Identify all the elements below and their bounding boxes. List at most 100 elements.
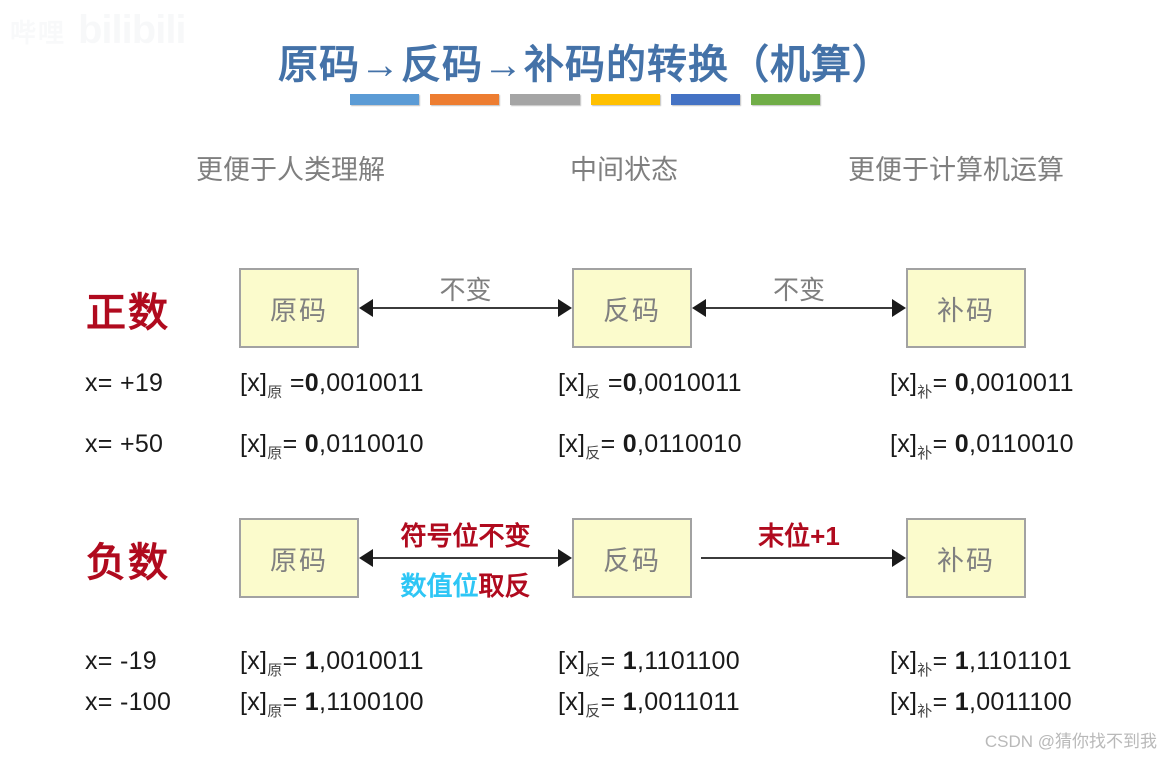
page-title: 原码→反码→补码的转换（机算） — [278, 43, 893, 87]
value-signbit: 1 — [622, 647, 637, 675]
value-signbit: 0 — [954, 430, 969, 458]
value-prefix: [x] — [558, 688, 586, 716]
arrow-line — [701, 557, 897, 559]
value-eq: = — [600, 688, 623, 716]
csdn-watermark: CSDN @猜你找不到我 — [984, 732, 1157, 751]
value-prefix: [x] — [558, 647, 586, 675]
arrow-label-magnitude-invert: 数值位取反 — [359, 566, 572, 603]
value-eq: = — [932, 647, 955, 675]
value-buma-plus19: [x]补= 0,0010011 — [890, 369, 1074, 402]
value-signbit: 0 — [622, 430, 637, 458]
value-prefix: [x] — [890, 430, 918, 458]
column-caption-machine: 更便于计算机运算 — [848, 155, 1064, 185]
value-magnitude: ,1101101 — [968, 647, 1072, 675]
colorbar-orange — [430, 94, 500, 105]
value-fanma-plus50: [x]反= 0,0110010 — [558, 430, 742, 463]
value-subscript: 原 — [267, 445, 283, 462]
value-prefix: [x] — [890, 369, 918, 397]
node-yuanma-positive: 原码 — [239, 268, 359, 348]
value-fanma-minus100: [x]反= 1,0011011 — [558, 688, 740, 721]
node-fanma-positive: 反码 — [572, 268, 692, 348]
value-buma-minus19: [x]补= 1,1101101 — [890, 647, 1072, 680]
value-subscript: 补 — [917, 662, 933, 679]
value-buma-minus100: [x]补= 1,0011100 — [890, 688, 1072, 721]
arrow-label-lastbit-plus-one: 末位+1 — [758, 521, 840, 551]
value-fanma-minus19: [x]反= 1,1101100 — [558, 647, 740, 680]
value-subscript: 原 — [267, 662, 283, 679]
colorbar-blue-light — [350, 94, 420, 105]
node-fanma-negative: 反码 — [572, 518, 692, 598]
value-eq: = — [282, 430, 305, 458]
value-prefix: [x] — [240, 688, 268, 716]
value-signbit: 1 — [622, 688, 637, 716]
arrow-head-right — [892, 549, 906, 567]
value-prefix: [x] — [890, 688, 918, 716]
value-signbit: 0 — [622, 369, 637, 397]
arrow-head-left — [692, 299, 706, 317]
column-caption-intermediate: 中间状态 — [570, 155, 678, 185]
value-subscript: 反 — [585, 662, 601, 679]
value-magnitude: ,0011011 — [636, 688, 740, 716]
value-eq: = — [282, 369, 305, 397]
value-signbit: 0 — [954, 369, 969, 397]
column-caption-human: 更便于人类理解 — [196, 155, 385, 185]
arrow-label-buchang-2: 不变 — [772, 275, 825, 305]
title-colorbar-row — [350, 94, 821, 106]
value-signbit: 1 — [954, 647, 969, 675]
colorbar-blue-dark — [670, 94, 740, 105]
value-signbit: 1 — [304, 647, 319, 675]
arrow-yuan-to-fan-positive: 不变 — [359, 268, 572, 348]
node-yuanma-negative: 原码 — [239, 518, 359, 598]
value-prefix: [x] — [240, 430, 268, 458]
value-eq: = — [600, 369, 623, 397]
colorbar-yellow — [590, 94, 660, 105]
value-prefix: [x] — [558, 369, 586, 397]
value-row-minus100: x= -100 [x]原= 1,1100100 [x]反= 1,0011011 … — [0, 688, 1171, 722]
value-magnitude: ,0010011 — [968, 369, 1074, 397]
arrow-head-right — [558, 549, 572, 567]
value-eq: = — [600, 430, 623, 458]
value-eq: = — [282, 647, 305, 675]
value-signbit: 0 — [304, 369, 319, 397]
value-subscript: 反 — [585, 384, 601, 401]
node-buma-positive: 补码 — [906, 268, 1026, 348]
value-magnitude: ,0011100 — [968, 688, 1072, 716]
value-x-minus19: x= -19 — [85, 647, 157, 675]
value-yuanma-minus19: [x]原= 1,0010011 — [240, 647, 424, 680]
value-buma-plus50: [x]补= 0,0110010 — [890, 430, 1074, 463]
arrow-head-right — [892, 299, 906, 317]
value-fanma-plus19: [x]反 =0,0010011 — [558, 369, 742, 402]
arrow-label-magnitude-part: 数值位 — [400, 571, 479, 601]
value-subscript: 反 — [585, 703, 601, 720]
value-eq: = — [282, 688, 305, 716]
value-magnitude: ,1100100 — [318, 688, 424, 716]
value-x-plus50: x= +50 — [85, 430, 164, 458]
value-subscript: 原 — [267, 384, 283, 401]
value-subscript: 反 — [585, 445, 601, 462]
value-subscript: 补 — [917, 384, 933, 401]
value-prefix: [x] — [240, 647, 268, 675]
node-buma-negative: 补码 — [906, 518, 1026, 598]
value-signbit: 1 — [954, 688, 969, 716]
value-row-minus19: x= -19 [x]原= 1,0010011 [x]反= 1,1101100 [… — [0, 647, 1171, 681]
arrow-line — [368, 557, 563, 559]
value-eq: = — [932, 688, 955, 716]
value-signbit: 1 — [304, 688, 319, 716]
group-label-negative: 负数 — [86, 541, 170, 585]
arrow-head-left — [359, 549, 373, 567]
value-subscript: 补 — [917, 445, 933, 462]
arrow-line — [368, 307, 563, 309]
group-label-positive: 正数 — [86, 291, 170, 335]
value-yuanma-plus19: [x]原 =0,0010011 — [240, 369, 424, 402]
value-yuanma-plus50: [x]原= 0,0110010 — [240, 430, 424, 463]
value-x-minus100: x= -100 — [85, 688, 172, 716]
arrow-label-invert-part: 取反 — [478, 571, 531, 601]
value-subscript: 原 — [267, 703, 283, 720]
colorbar-gray — [510, 94, 580, 105]
arrow-line — [701, 307, 897, 309]
arrow-fan-to-bu-negative: 末位+1 — [692, 518, 906, 598]
value-prefix: [x] — [558, 430, 586, 458]
value-prefix: [x] — [890, 647, 918, 675]
value-subscript: 补 — [917, 703, 933, 720]
value-yuanma-minus100: [x]原= 1,1100100 — [240, 688, 424, 721]
